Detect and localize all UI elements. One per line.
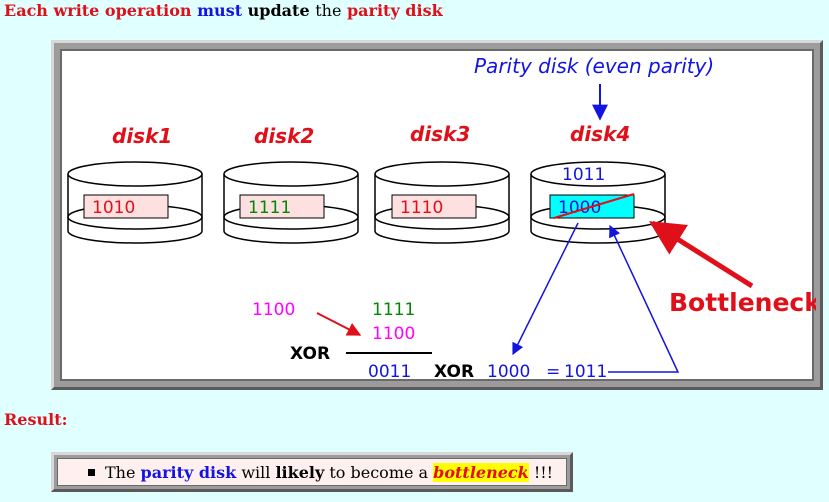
- read-parity-arrow: [512, 222, 579, 356]
- xor-operator: XOR: [290, 344, 330, 364]
- disk-3-value: 1110: [400, 198, 443, 218]
- old-data-value: 1100: [252, 300, 295, 320]
- result-label: Result:: [4, 410, 68, 429]
- heading-part-4: the: [315, 1, 342, 20]
- heading-part-2: must: [197, 1, 243, 20]
- result-box: The parity disk will likely to become a …: [51, 452, 573, 492]
- disk-2: disk2 1111: [223, 124, 359, 244]
- heading: Each write operation must update the par…: [4, 1, 443, 20]
- result-text-2: parity disk: [140, 462, 237, 482]
- diagram-frame: Parity disk (even parity) disk1 1010 dis…: [51, 40, 823, 390]
- disk-1-name: disk1: [112, 124, 172, 148]
- raid-diagram: Parity disk (even parity) disk1 1010 dis…: [67, 54, 822, 382]
- disk-4-name: disk4: [570, 122, 630, 146]
- heading-part-5: parity disk: [346, 1, 443, 20]
- heading-part-1: Each write operation: [4, 1, 192, 20]
- bullet-icon: [88, 468, 95, 476]
- result-text-3: will: [241, 462, 271, 482]
- disk-3: disk3 1110: [374, 122, 510, 244]
- disk-1-value: 1010: [92, 198, 135, 218]
- calc-result: 0011: [368, 362, 411, 382]
- heading-part-3: update: [247, 1, 310, 20]
- old-data-arrow: [316, 312, 362, 336]
- disk-4: disk4 1011 1000: [530, 122, 666, 244]
- bottleneck-arrow: [649, 220, 754, 289]
- disk-4-new-value: 1011: [562, 165, 605, 185]
- parity-disk-label: Parity disk (even parity): [474, 54, 714, 78]
- operand-top: 1111: [372, 300, 415, 320]
- strike-line: [553, 193, 635, 219]
- disk-2-value: 1111: [248, 198, 291, 218]
- calc-equals: =: [546, 362, 560, 382]
- write-parity-arrow: [608, 224, 680, 373]
- result-text-6: bottleneck: [433, 462, 529, 482]
- disk-3-name: disk3: [410, 122, 470, 146]
- result-text-1: The: [105, 462, 136, 482]
- bottleneck-label: Bottleneck: [669, 288, 816, 317]
- disk-1: disk1 1010: [67, 124, 203, 244]
- result-text-7: !!!: [533, 462, 554, 482]
- operand-bottom: 1100: [372, 324, 415, 344]
- result-item: The parity disk will likely to become a …: [57, 458, 567, 486]
- diagram-canvas: Parity disk (even parity) disk1 1010 dis…: [60, 49, 822, 382]
- calc-old-parity: 1000: [487, 362, 530, 382]
- result-text-5: to become a: [329, 462, 429, 482]
- calc-new-parity: 1011: [564, 362, 607, 382]
- xor-operator-2: XOR: [434, 362, 474, 382]
- disk-2-name: disk2: [254, 124, 314, 148]
- result-text-4: likely: [275, 462, 325, 482]
